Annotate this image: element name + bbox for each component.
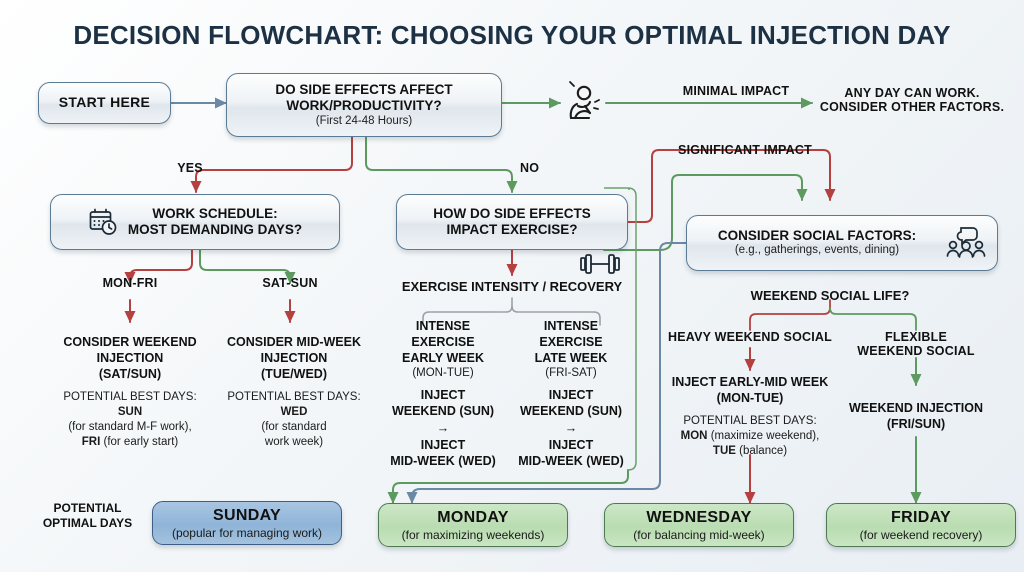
calendar-clock-icon [88, 207, 118, 237]
page-title: DECISION FLOWCHART: CHOOSING YOUR OPTIMA… [73, 20, 951, 50]
sat-sun-label: SAT-SUN [262, 276, 318, 290]
start-label: START HERE [58, 94, 151, 111]
outcome-friday-name: FRIDAY [891, 508, 951, 526]
weekend-social-heading: WEEKEND SOCIAL LIFE? [750, 288, 910, 303]
work-left-alt-day: FRI [81, 435, 101, 448]
flexible-weekend-social-label: FLEXIBLE WEEKEND SOCIAL [857, 330, 975, 358]
q3-line1: HOW DO SIDE EFFECTS [433, 205, 591, 221]
outcome-friday[interactable]: FRIDAY (for weekend recovery) [826, 503, 1016, 547]
q2-line2: MOST DEMANDING DAYS? [127, 222, 303, 237]
q4-note: (e.g., gatherings, events, dining) [734, 244, 900, 257]
brace-social-left [749, 299, 831, 331]
work-branch-right: CONSIDER MID-WEEK INJECTION (TUE/WED) PO… [226, 335, 362, 448]
heavy-weekend-social-label: HEAVY WEEKEND SOCIAL [668, 330, 832, 344]
exercise-left-column: INTENSE EXERCISE EARLY WEEK (MON-TUE) IN… [390, 319, 496, 468]
social-left-best-day: MON [680, 429, 708, 442]
q1-note: (First 24-48 Hours) [315, 114, 413, 127]
edge-green-to-social [671, 174, 808, 201]
heavy-social-result: INJECT EARLY-MID WEEK (MON-TUE) POTENTIA… [671, 375, 829, 457]
work-left-alt-note: (for early start) [103, 435, 179, 448]
any-day-outcome: ANY DAY CAN WORK. CONSIDER OTHER FACTORS… [819, 86, 1005, 114]
outcome-wednesday[interactable]: WEDNESDAY (for balancing mid-week) [604, 503, 794, 547]
question-work-productivity[interactable]: DO SIDE EFFECTS AFFECT WORK/PRODUCTIVITY… [226, 73, 502, 137]
question-exercise-impact[interactable]: HOW DO SIDE EFFECTS IMPACT EXERCISE? [396, 194, 628, 250]
minimal-impact-label: MINIMAL IMPACT [682, 84, 790, 98]
exercise-heading: EXERCISE INTENSITY / RECOVERY [401, 279, 623, 294]
yes-label: YES [177, 161, 203, 175]
exercise-right-column: INTENSE EXERCISE LATE WEEK (FRI-SAT) INJ… [518, 319, 624, 468]
work-branch-left: CONSIDER WEEKEND INJECTION (SAT/SUN) POT… [63, 335, 197, 448]
outcome-monday-note: (for maximizing weekends) [401, 527, 545, 542]
no-label: NO [520, 161, 540, 175]
social-left-alt-day: TUE [712, 444, 736, 457]
outcome-monday[interactable]: MONDAY (for maximizing weekends) [378, 503, 568, 547]
question-social-factors[interactable]: CONSIDER SOCIAL FACTORS: (e.g., gatherin… [686, 215, 998, 271]
mon-fri-label: MON-FRI [102, 276, 158, 290]
people-group-icon [945, 225, 987, 261]
social-left-alt-note: (balance) [739, 444, 788, 457]
outcome-sunday[interactable]: SUNDAY (popular for managing work) [152, 501, 342, 545]
legend-potential-optimal-days: POTENTIAL OPTIMAL DAYS [42, 501, 133, 530]
flexible-social-result: WEEKEND INJECTION (FRI/SUN) [848, 401, 984, 431]
q4-line1: CONSIDER SOCIAL FACTORS: [717, 227, 917, 243]
significant-impact-label: SIGNIFICANT IMPACT [678, 143, 812, 157]
edge-significant-impact [627, 149, 836, 223]
q1-line2: WORK/PRODUCTIVITY? [286, 98, 442, 114]
person-sitting-icon [562, 80, 606, 126]
edge-exercise-to-monday [387, 469, 629, 504]
outcome-sunday-note: (popular for managing work) [171, 525, 323, 540]
brace-social-right [829, 307, 917, 331]
outcome-sunday-name: SUNDAY [213, 506, 281, 524]
outcome-wednesday-note: (for balancing mid-week) [633, 527, 765, 542]
outcome-monday-name: MONDAY [437, 508, 509, 526]
social-left-best-note: (maximize weekend), [710, 429, 820, 442]
dumbbell-icon [578, 252, 622, 276]
question-work-schedule[interactable]: WORK SCHEDULE: MOST DEMANDING DAYS? [50, 194, 340, 250]
start-node[interactable]: START HERE [38, 82, 171, 124]
outcome-wednesday-name: WEDNESDAY [646, 508, 752, 526]
q2-line1: WORK SCHEDULE: [152, 205, 278, 221]
q3-line2: IMPACT EXERCISE? [446, 222, 578, 237]
outcome-friday-note: (for weekend recovery) [859, 527, 983, 542]
edge-no [365, 136, 518, 193]
q1-line1: DO SIDE EFFECTS AFFECT [275, 81, 453, 97]
